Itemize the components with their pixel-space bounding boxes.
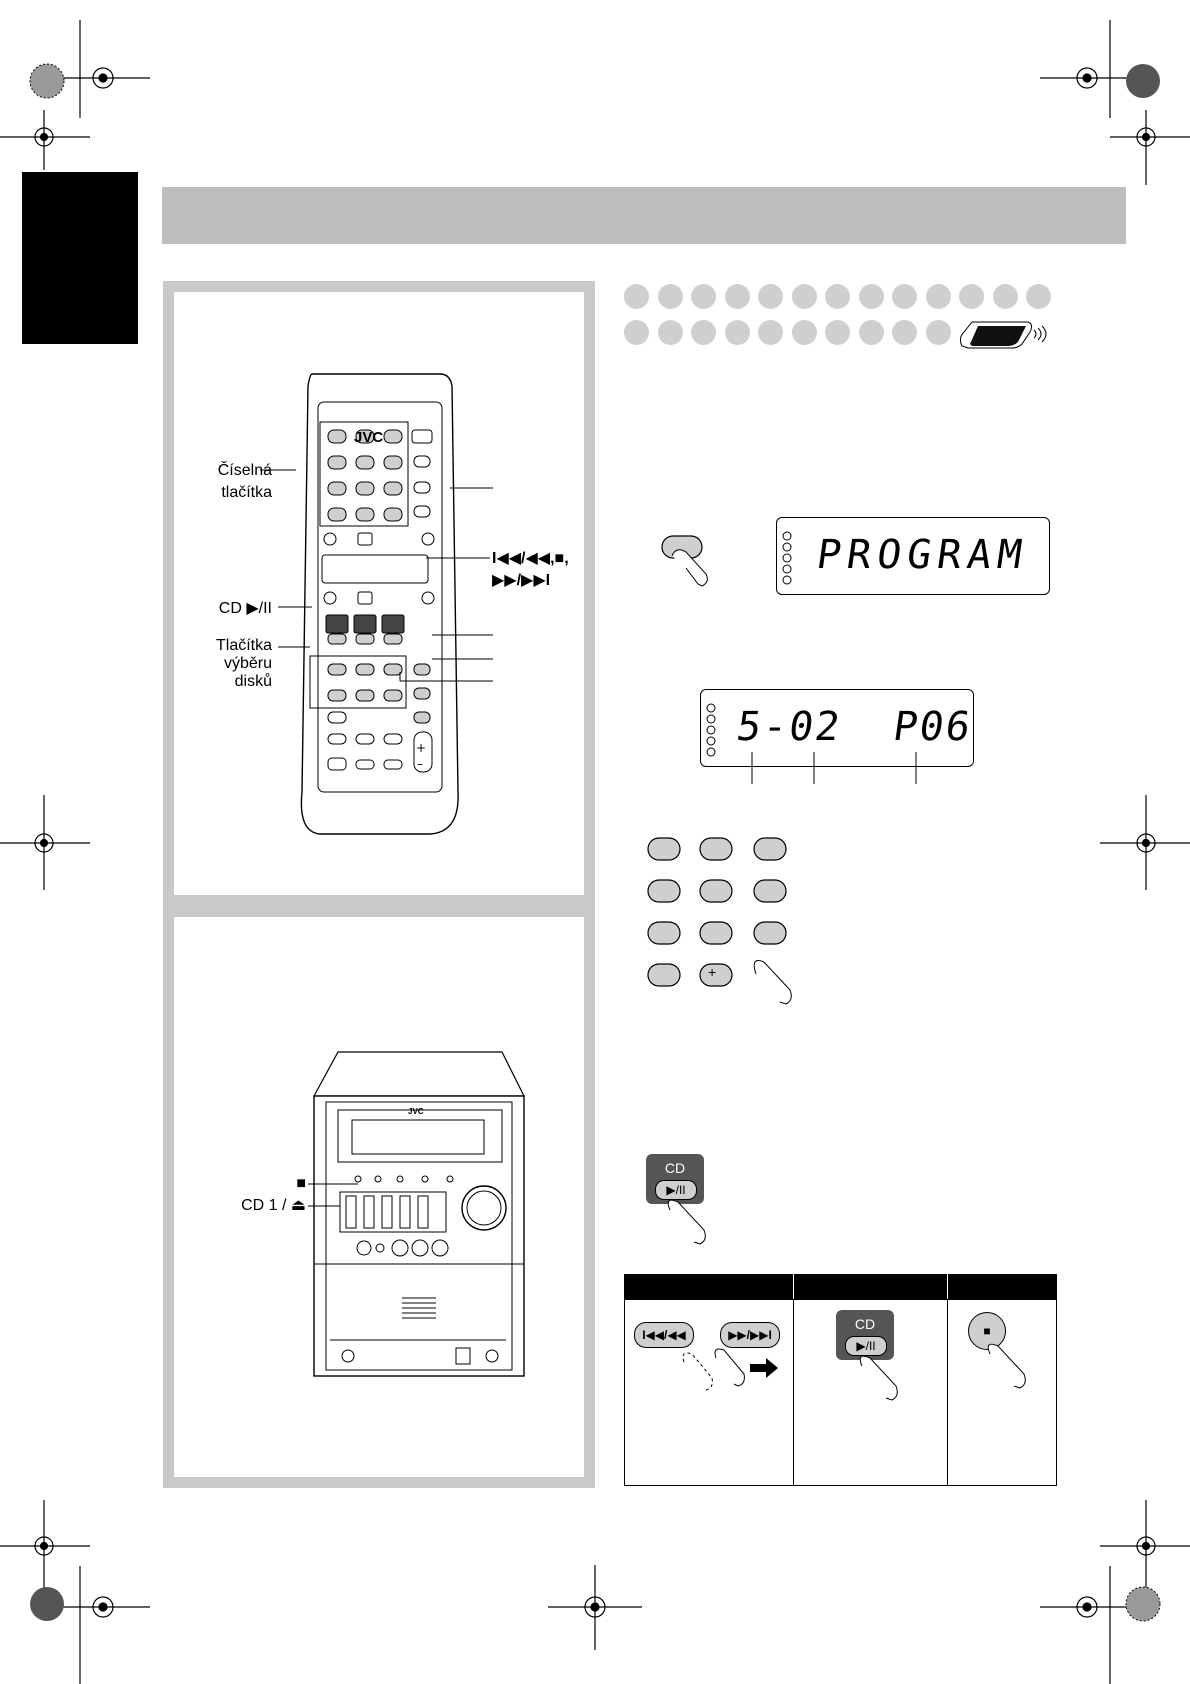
finger-press-icon [987, 1343, 1026, 1389]
numeric-keypad-illustration[interactable] [640, 830, 800, 1030]
table-play-pause-glyph: ▶/II [845, 1336, 887, 1356]
main-unit-illustration [312, 1051, 525, 1377]
remote-control-illustration: + – [300, 373, 459, 835]
heading-line-1 [624, 284, 1051, 309]
svg-text:+: + [416, 741, 426, 755]
skip-forward-button[interactable]: ▶▶/▶▶I [720, 1322, 780, 1348]
finger-slide-icon [682, 1348, 778, 1391]
unit-brand-logo: JVC [408, 1107, 424, 1116]
label-numeric-buttons-1: Číselná [217, 462, 272, 479]
remote-brand-logo: JVC [354, 429, 384, 446]
svg-text:–: – [417, 757, 423, 771]
label-cd-play: CD ▶/II [218, 600, 272, 617]
remote-only-badge-icon [959, 321, 1047, 349]
label-disc-buttons-1: Tlačítka [215, 637, 272, 654]
remote-leader-lines [260, 469, 493, 682]
cd-play-button[interactable]: CD ▶/II [646, 1154, 704, 1204]
display-disc-indicators-icon [706, 703, 716, 757]
display-program: PROGRAM [776, 517, 1050, 595]
finger-press-icon [859, 1355, 898, 1401]
label-disc-buttons-3: disků [234, 673, 272, 690]
display-program-text: PROGRAM [813, 532, 1031, 578]
cd-play-pause-glyph: ▶/II [655, 1180, 697, 1200]
finger-press-icon [667, 1199, 706, 1245]
unit-leader-lines [308, 1183, 358, 1207]
display-disc-indicators-icon [782, 531, 792, 585]
display-step: 5-02 P06 [700, 689, 975, 767]
display-step-text: 5-02 P06 [733, 704, 975, 750]
label-stop: ■ [296, 1175, 306, 1192]
numpad-plus-label: + [708, 964, 717, 980]
program-button-icon[interactable] [658, 532, 728, 592]
label-disc-buttons-2: výběru [223, 655, 272, 672]
label-cd1-eject: CD 1 / ⏏ [241, 1197, 306, 1214]
language-tab [22, 172, 138, 344]
stop-button[interactable]: ■ [968, 1312, 1006, 1350]
operations-table [624, 1299, 1057, 1486]
operations-table-header [624, 1274, 1057, 1299]
cd-button-label: CD [664, 1160, 686, 1176]
label-numeric-buttons-2: tlačítka [221, 484, 272, 501]
label-skip-buttons-1: I◀◀/◀◀,■, [492, 550, 569, 567]
heading-line-2 [624, 320, 951, 345]
skip-back-button[interactable]: I◀◀/◀◀ [634, 1322, 694, 1348]
table-cd-play-button[interactable]: CD ▶/II [836, 1310, 894, 1360]
table-cd-label: CD [854, 1316, 876, 1332]
display-leader-lines [751, 752, 917, 784]
section-header-bar [162, 187, 1126, 244]
label-skip-buttons-2: ▶▶/▶▶I [492, 572, 551, 589]
